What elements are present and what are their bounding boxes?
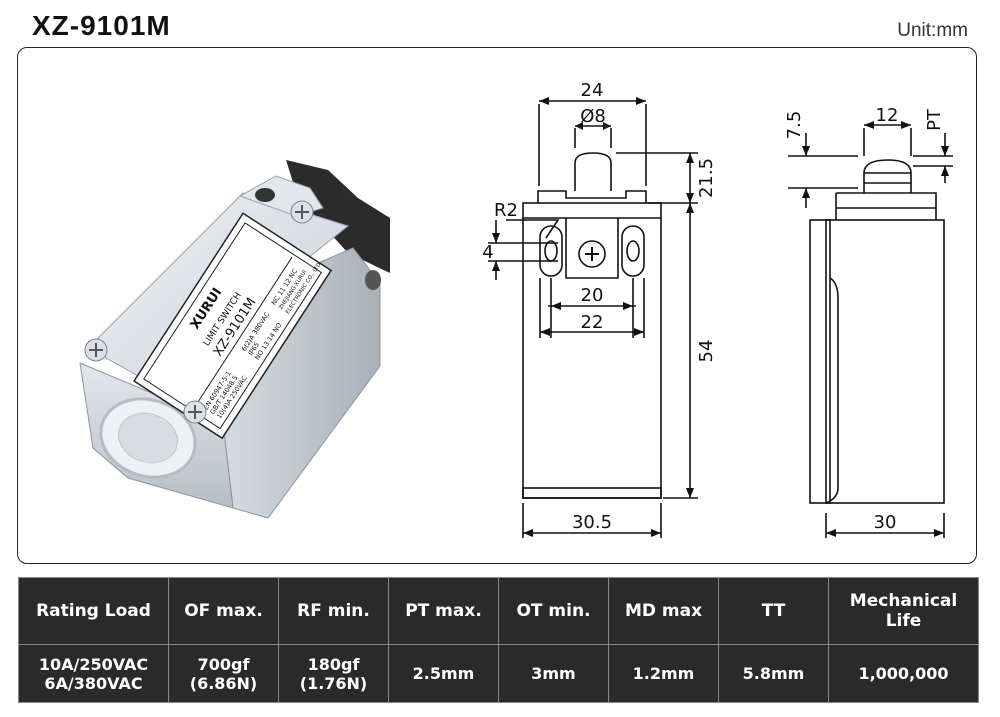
header-ot-min: OT min. — [498, 577, 609, 645]
cell-of-max: 700gf (6.86N) — [168, 644, 279, 703]
dim-pt: PT — [924, 108, 945, 131]
cell-rating-load: 10A/250VAC 6A/380VAC — [18, 644, 169, 703]
cell-ot-min: 3mm — [498, 644, 609, 703]
page-title: XZ-9101M — [32, 10, 171, 41]
rf-min-line-1: 180gf — [307, 654, 360, 674]
header-rating-load: Rating Load — [18, 577, 169, 645]
dim-hole-spacing: 20 — [581, 285, 604, 306]
unit-label: Unit:mm — [897, 20, 968, 41]
dim-width-body: 30.5 — [572, 512, 612, 533]
of-max-line-1: 700gf — [197, 654, 250, 674]
header-md-max: MD max — [608, 577, 719, 645]
header-of-max: OF max. — [168, 577, 279, 645]
dim-plunger-dia: Ø8 — [580, 106, 606, 127]
dim-height-body: 54 — [696, 340, 717, 363]
cell-tt: 5.8mm — [718, 644, 829, 703]
cell-mechanical-life: 1,000,000 — [828, 644, 979, 703]
table-header-row: Rating Load OF max. RF min. PT max. OT m… — [18, 577, 979, 645]
header-tt: TT — [718, 577, 829, 645]
screw-icon — [290, 200, 314, 224]
dim-depth: 30 — [874, 512, 897, 533]
product-photo: XURUI LIMIT SWITCH XZ-9101M EN 60947-5-1… — [79, 160, 390, 519]
dim-slot-outer: 22 — [581, 312, 604, 333]
dim-width-top: 24 — [581, 80, 604, 101]
drawing-frame: XURUI LIMIT SWITCH XZ-9101M EN 60947-5-1… — [17, 47, 977, 564]
technical-drawing: 24 Ø8 R2 4 20 22 21.5 54 30.5 12 7.5 PT … — [482, 80, 953, 538]
dim-offset: 7.5 — [784, 111, 805, 140]
cell-md-max: 1.2mm — [608, 644, 719, 703]
dim-slot: 4 — [482, 242, 493, 263]
rating-load-line-2: 6A/380VAC — [44, 673, 143, 693]
screw-icon — [84, 338, 108, 362]
header-rf-min: RF min. — [278, 577, 389, 645]
cell-rf-min: 180gf (1.76N) — [278, 644, 389, 703]
cell-pt-max: 2.5mm — [388, 644, 499, 703]
rf-min-line-2: (1.76N) — [299, 673, 368, 693]
header-pt-max: PT max. — [388, 577, 499, 645]
side-view-body — [825, 219, 945, 504]
table-row: 10A/250VAC 6A/380VAC 700gf (6.86N) 180gf… — [18, 644, 979, 703]
screw-icon — [183, 400, 207, 424]
dim-head-width: 12 — [876, 105, 899, 126]
of-max-line-2: (6.86N) — [189, 673, 258, 693]
dim-radius: R2 — [494, 200, 518, 221]
dim-height-top: 21.5 — [696, 158, 717, 198]
header-mechanical-life: Mechanical Life — [828, 577, 979, 645]
spec-table: Rating Load OF max. RF min. PT max. OT m… — [18, 577, 979, 703]
rating-load-line-1: 10A/250VAC — [38, 654, 149, 674]
